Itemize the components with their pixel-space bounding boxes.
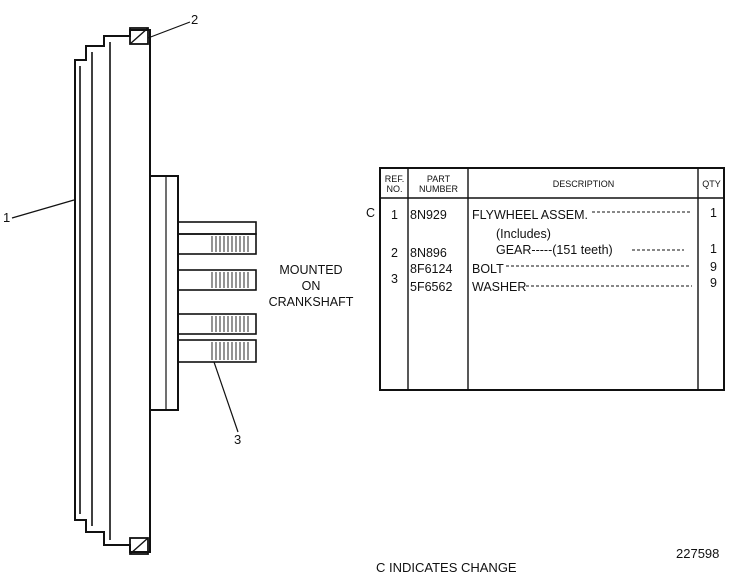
row-2-desc: (Includes) xyxy=(496,227,551,241)
row-4-desc: BOLT xyxy=(472,262,504,276)
header-qty: QTY xyxy=(702,179,721,189)
row-1-desc: FLYWHEEL ASSEM. xyxy=(472,208,589,222)
ring-gear-bottom xyxy=(129,537,149,555)
row-1-qty: 1 xyxy=(710,206,717,220)
ring-gear-top xyxy=(129,27,149,45)
callout-3: 3 xyxy=(234,432,242,447)
mounted-note: MOUNTED ON CRANKSHAFT xyxy=(266,262,356,310)
row-5-desc: WASHER xyxy=(472,280,527,294)
header-part: PART NUMBER xyxy=(409,174,468,194)
header-part-line: PART xyxy=(426,174,451,184)
row-3-part: 8N896 xyxy=(410,246,447,260)
callout-1: 1 xyxy=(3,210,11,225)
flywheel-outer-rim xyxy=(74,29,151,553)
row-5-qty: 9 xyxy=(710,276,717,290)
header-ref: REF. NO. xyxy=(381,174,408,194)
mounted-note-line: ON xyxy=(301,279,321,293)
flywheel-inner-rim xyxy=(79,42,111,540)
callout-2: 2 xyxy=(191,12,199,27)
row-1-ref: 1 xyxy=(391,208,398,222)
mounted-note-line: CRANKSHAFT xyxy=(268,295,354,309)
row-4-ref: 3 xyxy=(391,272,398,286)
row-5-part: 5F6562 xyxy=(410,280,453,294)
row-3-desc: GEAR-----(151 teeth) xyxy=(496,243,613,257)
bolts xyxy=(177,221,257,363)
header-description: DESCRIPTION xyxy=(552,179,615,189)
row-4-qty: 9 xyxy=(710,260,717,274)
row-3-qty: 1 xyxy=(710,242,717,256)
leader-1 xyxy=(11,199,75,219)
row-3-ref: 2 xyxy=(391,246,398,260)
bolt-1 xyxy=(177,221,257,255)
header-ref-line: REF. xyxy=(384,174,405,184)
row-4-part: 8F6124 xyxy=(410,262,453,276)
change-mark: C xyxy=(366,206,376,220)
drawing-number: 227598 xyxy=(676,546,720,561)
bolt-4 xyxy=(177,339,257,363)
parts-table-frame xyxy=(379,167,725,391)
header-ref-line: NO. xyxy=(386,184,403,194)
flywheel-hub xyxy=(150,175,179,411)
leader-2 xyxy=(147,21,191,39)
row-1-part: 8N929 xyxy=(410,208,447,222)
change-note: C INDICATES CHANGE xyxy=(376,560,517,575)
mounted-note-line: MOUNTED xyxy=(279,263,343,277)
header-part-line: NUMBER xyxy=(418,184,458,194)
bolt-2 xyxy=(177,269,257,291)
leader-3 xyxy=(213,361,239,433)
bolt-3 xyxy=(177,313,257,335)
